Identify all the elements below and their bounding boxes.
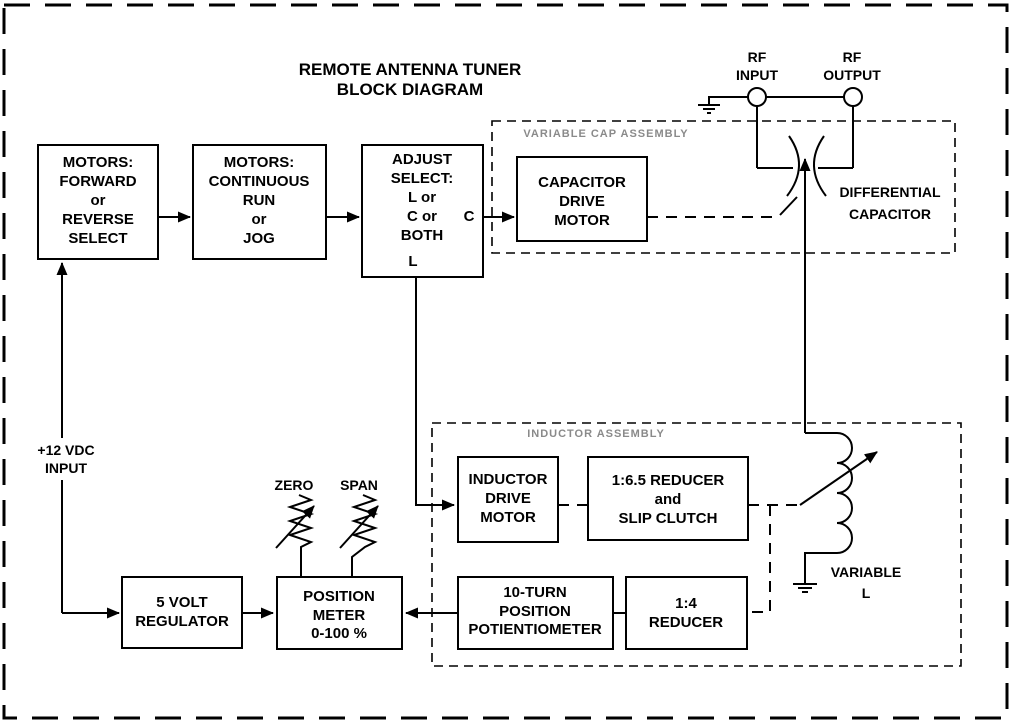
adjust-select-text: SELECT: <box>391 170 454 187</box>
rf-input-terminal <box>747 87 767 107</box>
rf-input-label-line1: RF <box>748 49 767 65</box>
vdc-input-label-line1: +12 VDC <box>37 442 94 458</box>
adjust-select-box <box>361 144 484 278</box>
capacitor-drive-motor-text: CAPACITOR <box>538 174 626 191</box>
page-title-line1: REMOTE ANTENNA TUNER <box>299 60 522 79</box>
voltage-regulator-text: 5 VOLT <box>156 594 207 611</box>
motors-select-text: FORWARD <box>59 173 136 190</box>
variable-l-label-line1: VARIABLE <box>831 564 902 580</box>
capacitor-drive-motor-text: MOTOR <box>554 212 610 229</box>
position-potentiometer-box <box>457 576 614 650</box>
inductor-drive-motor-text: MOTOR <box>480 509 536 526</box>
capacitor-drive-motor-text: DRIVE <box>559 193 605 210</box>
differential-capacitor-symbol <box>756 106 854 433</box>
motors-select-text: MOTORS: <box>63 154 134 171</box>
motors-select-text: REVERSE <box>62 211 134 228</box>
differential-capacitor-label-line1: DIFFERENTIAL <box>839 184 941 200</box>
capacitor-left-plate-arc <box>786 135 800 197</box>
variable-l-label-line2: L <box>862 585 871 601</box>
span-pot-symbol <box>339 494 379 577</box>
motors-select-text: SELECT <box>68 230 127 247</box>
reducer-slip-clutch-box <box>587 456 749 541</box>
inductor-drive-motor-text: DRIVE <box>485 490 531 507</box>
position-meter-text: 0-100 % <box>311 625 367 642</box>
position-potentiometer-text: 10-TURN <box>503 584 566 601</box>
connector-l-to-inductor-motor <box>415 277 455 511</box>
adjust-select-port-c: C <box>464 208 475 225</box>
position-meter-text: POSITION <box>303 588 375 605</box>
span-label: SPAN <box>340 477 378 493</box>
position-meter-box <box>276 576 403 650</box>
page-border <box>2 3 1009 720</box>
adjust-select-text: ADJUST <box>392 151 452 168</box>
motors-run-text: MOTORS: <box>224 154 295 171</box>
voltage-regulator-box <box>121 576 243 649</box>
inductor-assembly-label: INDUCTOR ASSEMBLY <box>527 428 665 440</box>
mech-link-shaft-to-reducer14 <box>747 505 771 613</box>
ground-icon-inductor <box>793 583 817 593</box>
rf-input-label-line2: INPUT <box>736 67 778 83</box>
adjust-select-text: C or <box>407 208 437 225</box>
motors-run-box <box>192 144 327 260</box>
differential-capacitor-label-line2: CAPACITOR <box>849 206 931 222</box>
reducer-1-4-box <box>625 576 748 650</box>
inductor-drive-motor-box <box>457 456 559 543</box>
ground-icon-rf <box>698 104 720 114</box>
rf-output-terminal <box>843 87 863 107</box>
voltage-regulator-text: REGULATOR <box>135 613 229 630</box>
position-potentiometer-text: POSITION <box>499 603 571 620</box>
inductor-drive-motor-text: INDUCTOR <box>469 471 548 488</box>
adjust-select-text: BOTH <box>401 227 444 244</box>
adjust-select-port-l: L <box>408 253 417 270</box>
position-potentiometer-text: POTIENTIOMETER <box>468 621 602 638</box>
motors-run-text: or <box>252 211 267 228</box>
motors-run-text: CONTINUOUS <box>209 173 310 190</box>
vdc-input-label-line2: INPUT <box>45 460 87 476</box>
motors-run-text: JOG <box>243 230 275 247</box>
capacitor-drive-motor-box <box>516 156 648 242</box>
page-title-line2: BLOCK DIAGRAM <box>337 80 483 99</box>
reducer-slip-clutch-text: SLIP CLUTCH <box>619 510 718 527</box>
rf-output-label-line1: RF <box>843 49 862 65</box>
rf-output-label-line2: OUTPUT <box>823 67 881 83</box>
motors-select-text: or <box>91 192 106 209</box>
rf-ground-lead <box>708 96 748 105</box>
zero-label: ZERO <box>275 477 314 493</box>
position-meter-text: METER <box>313 607 366 624</box>
inductor-assembly-outline <box>431 422 962 667</box>
zero-pot-symbol <box>275 494 315 577</box>
variable-cap-assembly-label: VARIABLE CAP ASSEMBLY <box>523 128 688 140</box>
inductor-adjust-arrow <box>799 451 878 506</box>
mech-link-slant <box>779 196 798 216</box>
reducer-slip-clutch-text: 1:6.5 REDUCER <box>612 472 725 489</box>
capacitor-right-plate-arc <box>813 135 827 197</box>
variable-cap-assembly-outline <box>491 120 956 254</box>
motors-select-box <box>37 144 159 260</box>
reducer-slip-clutch-text: and <box>655 491 682 508</box>
adjust-select-text: L or <box>408 189 436 206</box>
motors-run-text: RUN <box>243 192 276 209</box>
variable-inductor-coil <box>804 432 853 584</box>
reducer-1-4-text: REDUCER <box>649 614 723 631</box>
reducer-1-4-text: 1:4 <box>675 595 697 612</box>
